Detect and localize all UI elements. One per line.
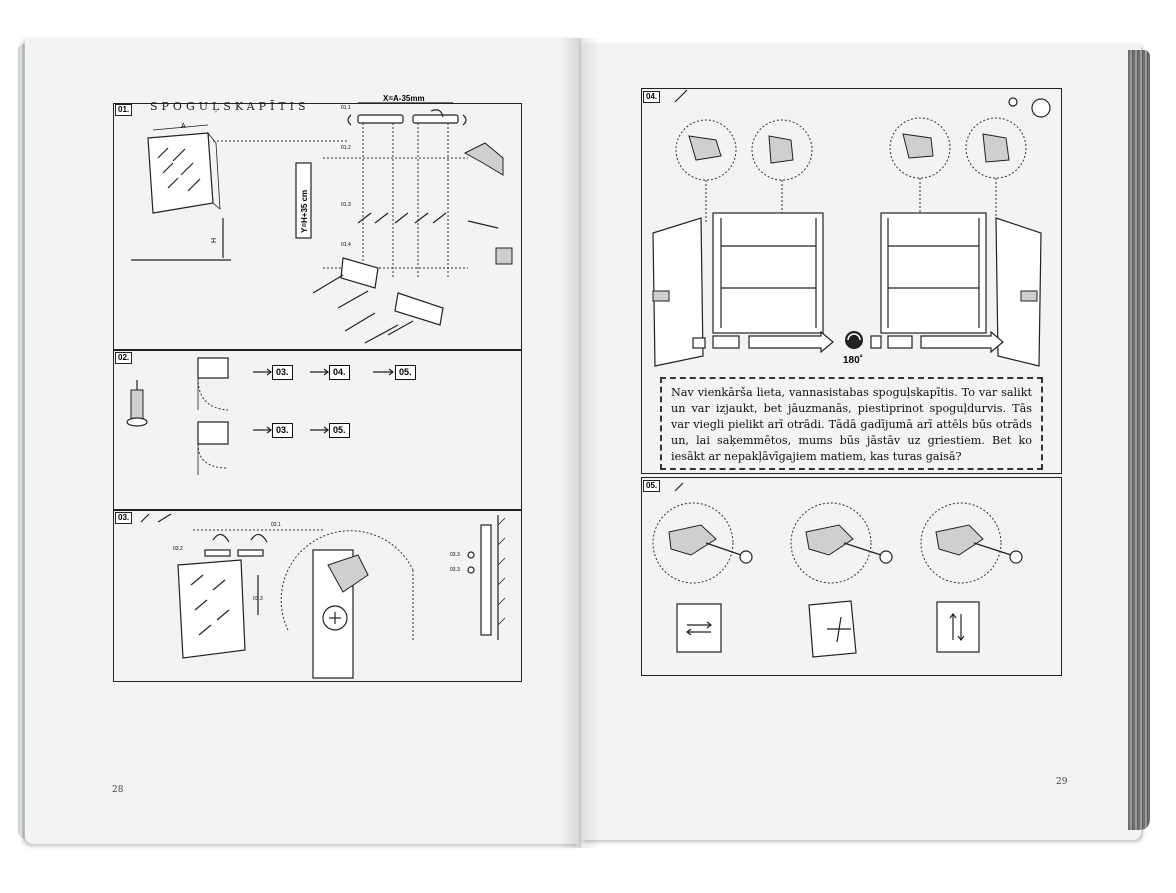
hinge-icon [1008, 97, 1051, 118]
dim-x-label: X=A-35mm [383, 94, 425, 103]
sub-label-01-2: 01.2 [341, 145, 351, 151]
page-title: SPOGUĻSKAPĪTIS [150, 100, 310, 113]
left-page-number: 28 [112, 785, 124, 795]
step-02-label: 02. [115, 352, 133, 364]
screw-icon [674, 482, 684, 492]
sub-label-03-2: 03.2 [173, 546, 183, 552]
rotation-label: 180˚ [843, 355, 864, 366]
sub-label-01-3: 01.3 [341, 202, 351, 208]
sub-label-03-1: 03.1 [271, 522, 281, 528]
right-page-number: 29 [1056, 777, 1068, 787]
goto-step-04-button: 04. [329, 365, 350, 380]
dim-a-label: A [181, 123, 186, 130]
rotate-icon [845, 331, 863, 349]
goto-step-03-button: 03. [272, 365, 293, 380]
dim-h-label: H [211, 238, 218, 243]
sub-label-01-4: 01.4 [341, 242, 351, 248]
step-01-label: 01. [115, 104, 133, 116]
right-page-edges [1128, 50, 1150, 830]
step-05-illustration [652, 482, 1023, 658]
right-page [581, 44, 1141, 840]
left-page-edges [18, 44, 28, 840]
step-05-panel [641, 477, 1062, 676]
sub-label-01-1: 01.1 [341, 105, 351, 111]
step-04-illustration [652, 89, 1051, 367]
hand-icon [126, 380, 148, 427]
step-04-panel [641, 88, 1062, 474]
screwdriver-icon-2 [674, 89, 688, 103]
book-gutter [560, 38, 600, 848]
step-04-label: 04. [643, 91, 661, 103]
step-01-illustration: A H X=A-35mm 01.1 01.2 01.3 01.4 Y=H+35 … [131, 94, 513, 344]
goto-step-03-button-alt: 03. [272, 423, 293, 438]
step-03-panel [113, 510, 522, 682]
step-02-illustration [126, 357, 394, 475]
sub-label-03-3b: 03.3 [450, 552, 460, 558]
step-03-label: 03. [115, 512, 133, 524]
screwdriver-icon [140, 513, 172, 523]
sub-label-03-3c: 03.3 [450, 567, 460, 573]
callout-text: Nav vienkārša lieta, vannasistabas spogu… [660, 377, 1043, 470]
step-05-label: 05. [643, 480, 661, 492]
step-02-panel [113, 350, 522, 510]
step-03-illustration: 03.1 03.2 03.3 03.3 03.3 [140, 513, 506, 679]
dim-y-label: Y=H+35 cm [300, 190, 309, 233]
step-01-panel [113, 103, 522, 350]
goto-step-05-button: 05. [395, 365, 416, 380]
goto-step-05-button-alt: 05. [329, 423, 350, 438]
